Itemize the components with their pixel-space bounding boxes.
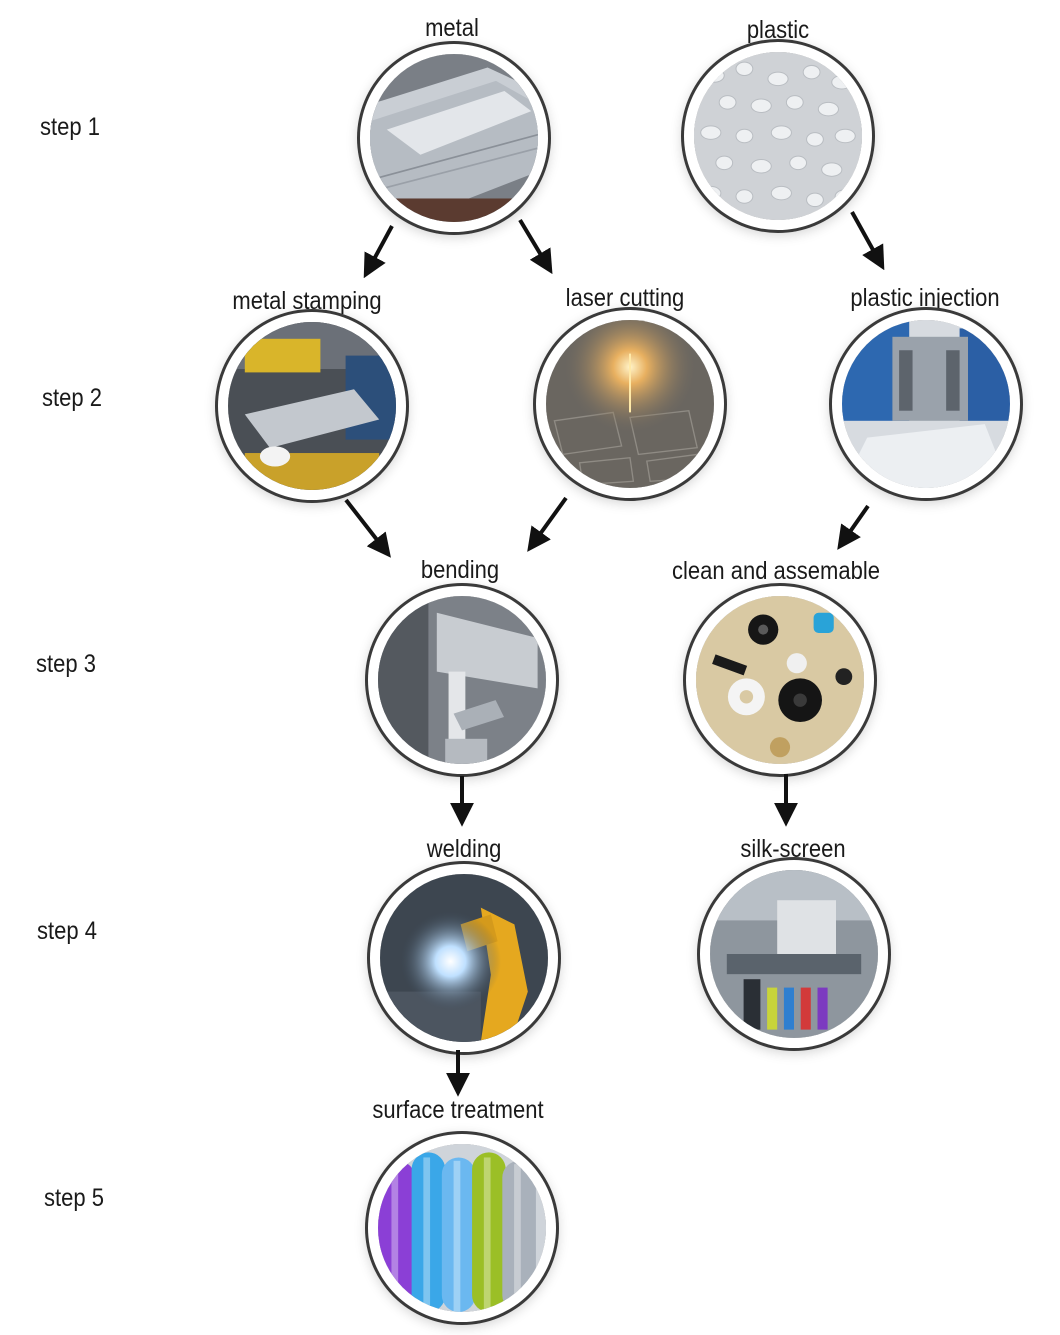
- anodized-profiles-photo: [378, 1144, 546, 1312]
- metal-stamping-label: metal stamping: [232, 287, 382, 315]
- clean-assemble-label: clean and assemable: [672, 557, 880, 585]
- plastic-parts-photo: [696, 596, 864, 764]
- step-4-label: step 4: [37, 917, 97, 945]
- plastic-injection-label: plastic injection: [850, 284, 1000, 312]
- step-3-label: step 3: [36, 650, 96, 678]
- step-1-label: step 1: [40, 113, 100, 141]
- arrow-laser-to-bending: [527, 496, 568, 552]
- stamping-press-photo: [228, 322, 396, 490]
- arrow-metal-to-stamping: [363, 225, 394, 279]
- surface-treatment-label: surface treatment: [372, 1096, 544, 1124]
- plastic-pellets-photo: [694, 52, 862, 220]
- step-2-label: step 2: [42, 384, 102, 412]
- welding-robot-photo: [380, 874, 548, 1042]
- step-5-label: step 5: [44, 1184, 104, 1212]
- metal-label: metal: [425, 14, 479, 42]
- screen-printer-photo: [710, 870, 878, 1038]
- laser-cutting-label: laser cutting: [565, 284, 685, 312]
- arrow-plastic-to-injection: [850, 211, 885, 271]
- press-brake-photo: [378, 596, 546, 764]
- injection-machine-photo: [842, 320, 1010, 488]
- arrow-metal-to-laser: [518, 218, 553, 275]
- bending-label: bending: [420, 556, 500, 584]
- metal-sheets-photo: [370, 54, 538, 222]
- plastic-label: plastic: [746, 16, 810, 44]
- laser-cutter-photo: [546, 320, 714, 488]
- welding-label: welding: [426, 835, 502, 863]
- silk-screen-label: silk-screen: [740, 835, 846, 863]
- arrow-injection-to-clean: [837, 504, 870, 550]
- arrow-stamping-to-bending: [344, 498, 391, 558]
